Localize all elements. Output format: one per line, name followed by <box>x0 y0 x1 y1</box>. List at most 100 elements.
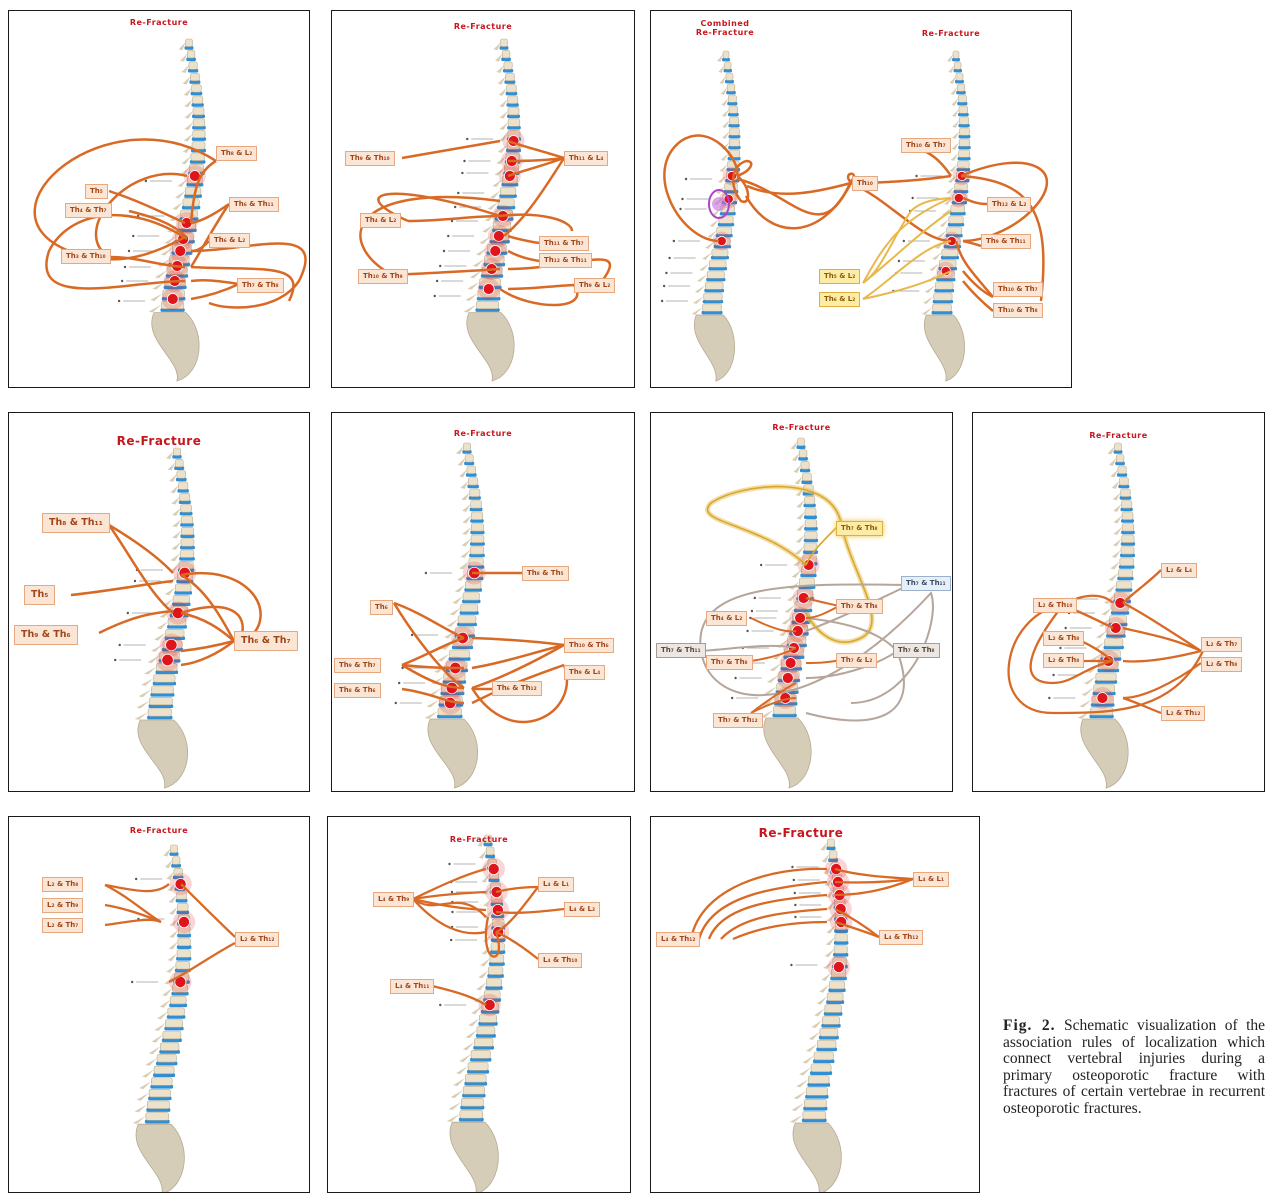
vertebral-body <box>180 493 190 500</box>
vertebral-body <box>465 455 473 463</box>
spinous-process <box>480 958 490 966</box>
vertebral-body <box>505 73 514 81</box>
level-marker <box>439 1004 441 1006</box>
vertebral-body <box>808 1076 829 1084</box>
level-marker <box>1059 647 1061 649</box>
spinous-process <box>169 930 178 938</box>
level-marker <box>425 572 427 574</box>
spinous-process <box>1106 584 1116 592</box>
association-label: Th₇ & Th₈ <box>893 643 940 658</box>
level-marker <box>734 677 736 679</box>
diagram-panel-10: Re-Fracture L₄ & L₁ L₄ & Th₁₂ L₄ & Th₁₂ <box>650 816 980 1193</box>
spinous-process <box>135 712 148 720</box>
spinous-process <box>168 895 176 903</box>
vertebral-body <box>957 84 965 91</box>
spinous-process <box>819 985 829 993</box>
level-marker <box>746 630 748 632</box>
sacrum <box>428 719 478 788</box>
level-marker <box>760 564 762 566</box>
vertebral-body <box>1105 639 1123 647</box>
vertebral-body <box>181 505 192 512</box>
spinous-process <box>1113 538 1122 546</box>
spinous-process <box>162 988 172 996</box>
vertebral-body <box>463 1086 484 1094</box>
spinous-process <box>169 942 178 950</box>
spinous-process <box>793 465 801 473</box>
vertebral-body <box>477 1026 495 1034</box>
level-marker <box>903 240 905 242</box>
association-label: Th₈ & Th₁₁ <box>42 513 110 533</box>
level-marker <box>794 904 796 906</box>
spinous-process <box>170 485 178 493</box>
vertebral-body <box>802 473 811 481</box>
vertebral-body <box>165 1020 182 1028</box>
vertebral-body <box>467 466 476 474</box>
spinous-process <box>1079 699 1092 707</box>
panel-title: Re-Fracture <box>332 429 634 438</box>
spinous-process <box>809 1032 820 1040</box>
spinous-process <box>456 1066 468 1074</box>
vertebral-body <box>501 39 508 47</box>
spinous-process <box>149 1046 160 1054</box>
level-marker <box>911 197 913 199</box>
association-label: Th₇ & Th₈ <box>706 655 753 670</box>
association-label: Th₉ & L₄ <box>564 665 605 680</box>
vertebral-body <box>470 489 480 497</box>
spinous-process <box>462 527 471 535</box>
vertebral-body <box>176 961 190 969</box>
spinous-process <box>499 99 507 107</box>
vertebral-body <box>1116 581 1131 589</box>
association-label: L₄ & Th₁₁ <box>390 979 434 994</box>
spinous-process <box>923 296 934 304</box>
level-marker <box>395 702 397 704</box>
vertebral-body <box>804 496 814 504</box>
association-label: L₄ & L₁ <box>538 877 574 892</box>
vertebral-body <box>151 1078 172 1086</box>
association-label: Th₁₀ & Th₇ <box>993 282 1043 297</box>
level-marker <box>898 260 900 262</box>
vertebral-body <box>805 508 816 516</box>
level-marker <box>754 597 756 599</box>
level-marker <box>791 866 793 868</box>
association-label: L₄ & L₂ <box>564 902 600 917</box>
association-label: Th₄ & L₂ <box>706 611 747 626</box>
vertebral-body <box>829 851 837 859</box>
vertebral-body <box>468 478 477 486</box>
spinous-process <box>453 1078 465 1086</box>
spine <box>790 839 852 1192</box>
level-marker <box>134 580 136 582</box>
level-marker <box>461 172 463 174</box>
spinous-process <box>139 689 152 697</box>
association-label: Th₉ & Th₁₀ <box>345 151 395 166</box>
association-label: Th₃ & Th₁₀ <box>61 249 111 264</box>
spinous-process <box>165 860 172 868</box>
vertebral-body <box>151 686 173 693</box>
connector-lines <box>691 869 913 939</box>
spinous-process <box>181 156 191 164</box>
spinous-process <box>796 500 804 508</box>
association-label: L₄ & Th₁₂ <box>879 930 923 945</box>
level-marker <box>915 175 917 177</box>
spinous-process <box>925 285 935 293</box>
vertebral-body <box>1122 512 1133 520</box>
spinous-process <box>795 547 804 555</box>
level-marker <box>118 300 120 302</box>
vertebral-body <box>1119 478 1128 486</box>
level-marker <box>731 697 733 699</box>
spinous-process <box>172 519 181 527</box>
vertebral-body <box>154 1066 174 1074</box>
association-label: Th₄ & Th₇ <box>65 203 112 218</box>
vertebral-body <box>178 482 187 489</box>
vertebral-body <box>185 187 201 195</box>
association-label: L₂ & Th₁₂ <box>1161 706 1205 721</box>
spine <box>114 448 196 788</box>
panel-title: Re-Fracture <box>9 826 309 835</box>
vertebral-body <box>799 450 807 458</box>
association-label: Th₈ & Th₅ <box>522 566 569 581</box>
association-label: Th₈ & Th₆ <box>334 683 381 698</box>
panel-title: Re-Fracture <box>651 827 951 841</box>
diagram-panel-4: Re-Fracture Th₈ & Th₁₁ Th₅ Th₉ & Th₆ Th₆… <box>8 412 310 792</box>
vertebral-body <box>463 593 479 601</box>
level-marker <box>145 180 147 182</box>
vertebral-body <box>934 293 952 300</box>
